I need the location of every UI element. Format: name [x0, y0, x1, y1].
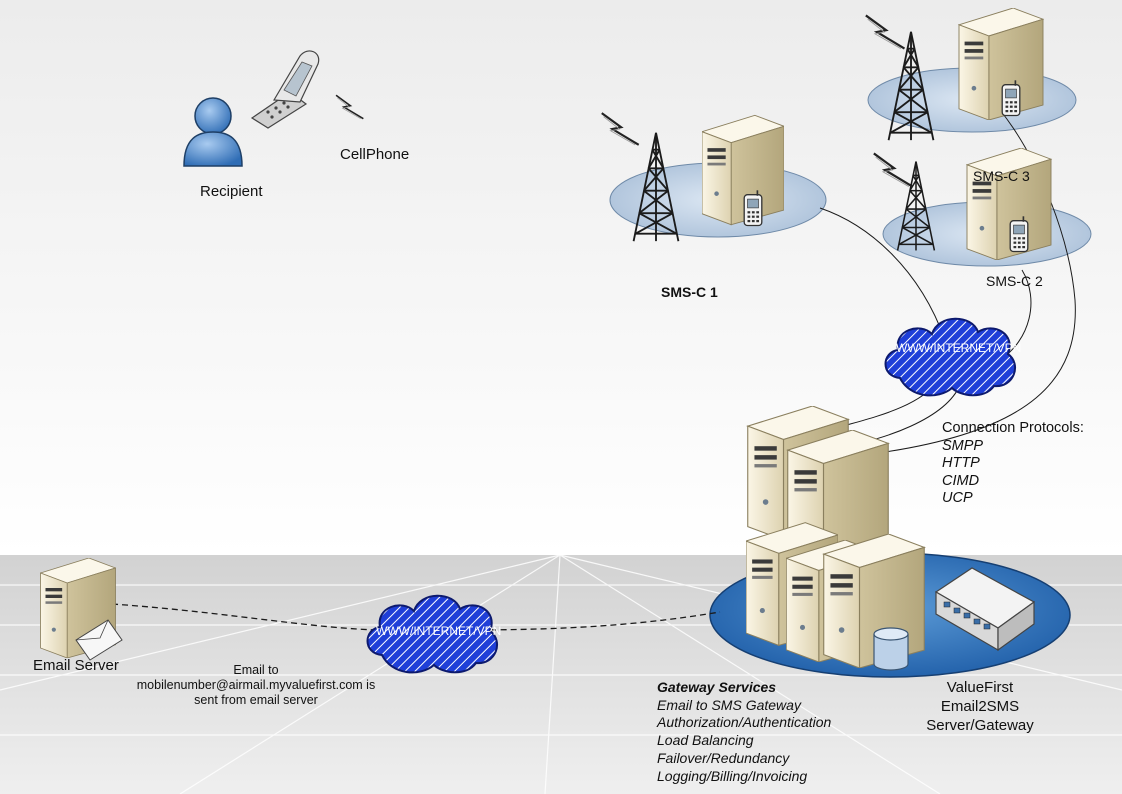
gateway-service-item: Load Balancing: [657, 732, 754, 749]
gateway-services-title: Gateway Services: [657, 679, 777, 695]
cellphone-label: CellPhone: [340, 146, 410, 163]
gateway-label: ValueFirst Email2SMS Server/Gateway: [910, 678, 1050, 735]
smsc2-label: SMS-C 2: [986, 273, 1043, 289]
envelope-icon: [75, 619, 123, 661]
protocol-item: CIMD: [942, 472, 980, 489]
gateway-service-item: Authorization/Authentication: [657, 714, 832, 731]
protocol-item: UCP: [942, 490, 973, 506]
mobile-device-icon: [1009, 216, 1029, 253]
email-server-label: Email Server: [33, 657, 119, 674]
protocol-item: SMPP: [942, 437, 984, 454]
server-icon: [702, 114, 784, 226]
server-icon: [966, 148, 1052, 260]
gateway-label-line: Server/Gateway: [926, 717, 1034, 734]
protocols-block: Connection Protocols: SMPP HTTP CIMD UCP: [942, 420, 1084, 508]
gateway-service-item: Email to SMS Gateway: [657, 696, 801, 713]
gateway-services-block: Gateway Services Email to SMS Gateway Au…: [657, 679, 831, 785]
cloud-bottom-label: WWW/INTERNET/VPN: [376, 624, 502, 638]
link-smsc1-cloud: [819, 207, 946, 341]
protocols-title: Connection Protocols:: [942, 420, 1084, 436]
email-note: Email to mobilenumber@airmail.myvaluefir…: [120, 663, 392, 708]
server-icon: [958, 8, 1044, 120]
database-icon: [873, 627, 909, 671]
person-icon: [183, 97, 243, 167]
floor-grid: [0, 554, 1122, 794]
gateway-service-item: Logging/Billing/Invoicing: [657, 767, 808, 784]
mobile-device-icon: [1001, 80, 1021, 117]
gateway-label-line: ValueFirst: [946, 679, 1014, 696]
gateway-service-item: Failover/Redundancy: [657, 749, 790, 766]
smsc3-label: SMS-C 3: [973, 168, 1030, 184]
gateway-label-line: Email2SMS: [940, 698, 1020, 715]
email-note-line: mobilenumber@airmail.myvaluefirst.com is: [136, 678, 376, 692]
recipient-label: Recipient: [200, 183, 263, 200]
email-note-line: Email to: [233, 663, 279, 677]
mobile-device-icon: [743, 190, 763, 227]
smsc1-label: SMS-C 1: [661, 284, 718, 300]
protocol-item: HTTP: [942, 455, 980, 471]
cloud-top-label: WWW/INTERNET/VPN: [896, 341, 1022, 355]
email-dashed-link: [111, 603, 721, 631]
cellphone-icon: [250, 50, 320, 129]
switch-icon: [934, 567, 1036, 652]
email-note-line: sent from email server: [194, 693, 318, 707]
